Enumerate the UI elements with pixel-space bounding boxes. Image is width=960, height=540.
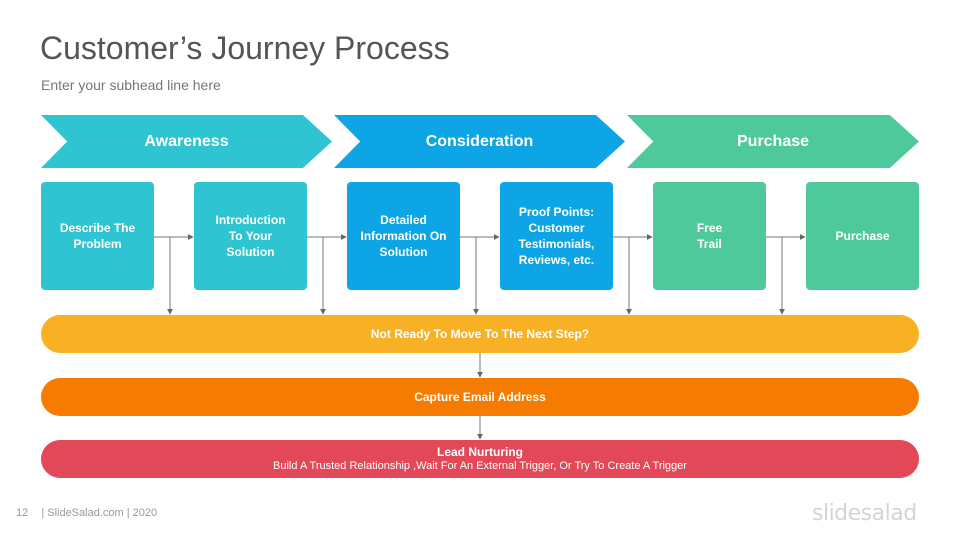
capture-email-bar: Capture Email Address [41,378,919,416]
bar-label: Capture Email Address [414,390,546,404]
step-proof-points: Proof Points: Customer Testimonials, Rev… [500,182,613,290]
stage-label: Awareness [144,132,229,150]
slidesalad-logo: slidesalad [812,501,917,526]
step-purchase: Purchase [806,182,919,290]
step-free-trail: Free Trail [653,182,766,290]
footer: 12 | SlideSalad.com | 2020 [16,507,157,519]
bar-label: Not Ready To Move To The Next Step? [370,327,590,341]
stage-label: Purchase [736,132,810,150]
step-detailed-information: Detailed Information On Solution [347,182,460,290]
step-introduction: Introduction To Your Solution [194,182,307,290]
lead-nurturing-bar: Lead Nurturing Build A Trusted Relations… [41,440,919,478]
bar-label: Lead Nurturing [437,445,523,459]
stage-awareness: Awareness [41,115,332,168]
page-title: Customer’s Journey Process [40,30,450,66]
stage-purchase: Purchase [627,115,919,168]
bar-sublabel: Build A Trusted Relationship ,Wait For A… [273,460,687,472]
page-subtitle: Enter your subhead line here [41,77,221,93]
footer-credit: | SlideSalad.com | 2020 [41,507,158,519]
page-number: 12 [16,507,29,519]
step-describe-problem: Describe The Problem [41,182,154,290]
not-ready-bar: Not Ready To Move To The Next Step? [41,315,919,353]
stage-label: Consideration [425,132,534,150]
stage-consideration: Consideration [334,115,625,168]
